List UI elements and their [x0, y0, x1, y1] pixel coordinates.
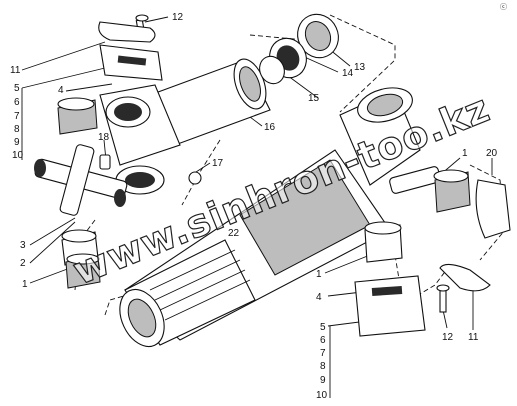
callout-label: 12	[172, 12, 184, 23]
bearing-cup-part-1-right	[433, 169, 471, 213]
callout-label: 8	[14, 124, 20, 135]
ring-part-15	[259, 55, 285, 85]
callout-label: 7	[320, 348, 326, 359]
callout-label: 14	[342, 68, 354, 79]
grease-fitting-part-18	[99, 154, 111, 170]
callout-label: 6	[14, 97, 20, 108]
callout-label: 9	[14, 137, 20, 148]
upper-housing-part-16	[99, 58, 271, 195]
callout-label: 20	[486, 148, 498, 159]
callout-label: 13	[354, 62, 366, 73]
callout-label: 3	[20, 240, 26, 251]
callout-label: 15	[308, 93, 320, 104]
bearing-cup-part-1-left	[65, 253, 101, 289]
callout-label: 10	[12, 150, 24, 161]
callout-label: 1	[316, 269, 322, 280]
plug-part-17	[188, 171, 202, 185]
cover-slot-top	[117, 55, 147, 66]
corner-mark: ⓒ	[500, 3, 507, 11]
bearing-cup-part-4-left	[57, 97, 98, 135]
callout-label: 4	[58, 85, 64, 96]
callout-label: 16	[264, 122, 276, 133]
callout-label: 11	[10, 65, 21, 76]
callout-label: 6	[320, 335, 326, 346]
main-shaft-part-22	[119, 149, 391, 348]
callout-labels: 12 11 5 6 7 8 9 10 4 13 14 15 16 18 17 3…	[10, 12, 498, 401]
lock-plate-part-11-top	[98, 21, 156, 43]
callout-label: 18	[98, 132, 110, 143]
callout-label: 7	[14, 111, 20, 122]
callout-label: 12	[442, 332, 454, 343]
callout-label: 9	[320, 375, 326, 386]
cross-spider-part-3	[34, 144, 128, 216]
callout-label: 1	[22, 279, 28, 290]
lock-plate-part-20	[475, 179, 511, 239]
callout-label: 11	[468, 332, 479, 343]
callout-label: 10	[316, 390, 328, 401]
callout-label: 8	[320, 361, 326, 372]
bearing-cup-part-1-lower	[364, 221, 403, 263]
callout-label: 17	[212, 158, 224, 169]
callout-label: 5	[14, 83, 20, 94]
lock-plate-part-11-lower	[439, 263, 491, 292]
bolt-part-12-lower	[436, 284, 450, 313]
callout-label: 5	[320, 322, 326, 333]
callout-label: 4	[316, 292, 322, 303]
ring-part-13	[297, 13, 339, 59]
callout-label: 2	[20, 258, 26, 269]
callout-label: 1	[462, 148, 468, 159]
right-yoke	[339, 87, 441, 194]
callout-label: 22	[228, 228, 240, 239]
cover-part-4-lower	[354, 275, 426, 337]
